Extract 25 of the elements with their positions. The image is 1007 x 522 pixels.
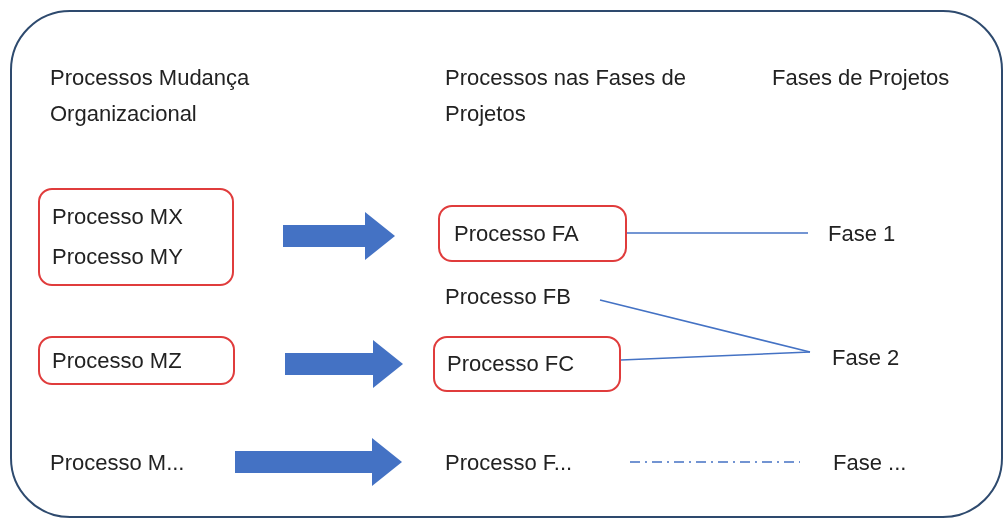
node-text: Processo FA: [454, 220, 580, 247]
column-heading: Fases de Projetos: [772, 64, 951, 92]
column-heading: Processos nas Fases de Projetos: [445, 64, 687, 128]
node-text: Processo MY: [52, 244, 184, 270]
connector-line: [626, 232, 809, 234]
block-arrow: [283, 212, 395, 260]
node-text: Fase 2: [832, 345, 901, 371]
block-arrow: [285, 340, 403, 388]
node-text: Processo MZ: [52, 347, 183, 374]
connector-line: [620, 351, 811, 361]
column-heading: Processos Mudança Organizacional: [50, 64, 251, 128]
node-text: Processo FB: [445, 284, 572, 310]
node-text: Fase ...: [833, 450, 908, 476]
process-box: [38, 336, 235, 385]
block-arrow: [235, 438, 402, 486]
process-box: [433, 336, 621, 392]
node-text: Fase 1: [828, 221, 897, 247]
node-text: Processo M...: [50, 450, 186, 476]
connector-line: [629, 461, 801, 463]
node-text: Processo FC: [447, 351, 576, 377]
rounded-frame: [10, 10, 1003, 518]
node-text: Processo MX: [52, 204, 184, 230]
node-text: Processo F...: [445, 450, 574, 476]
process-box: [38, 188, 234, 286]
process-box: [438, 205, 627, 262]
